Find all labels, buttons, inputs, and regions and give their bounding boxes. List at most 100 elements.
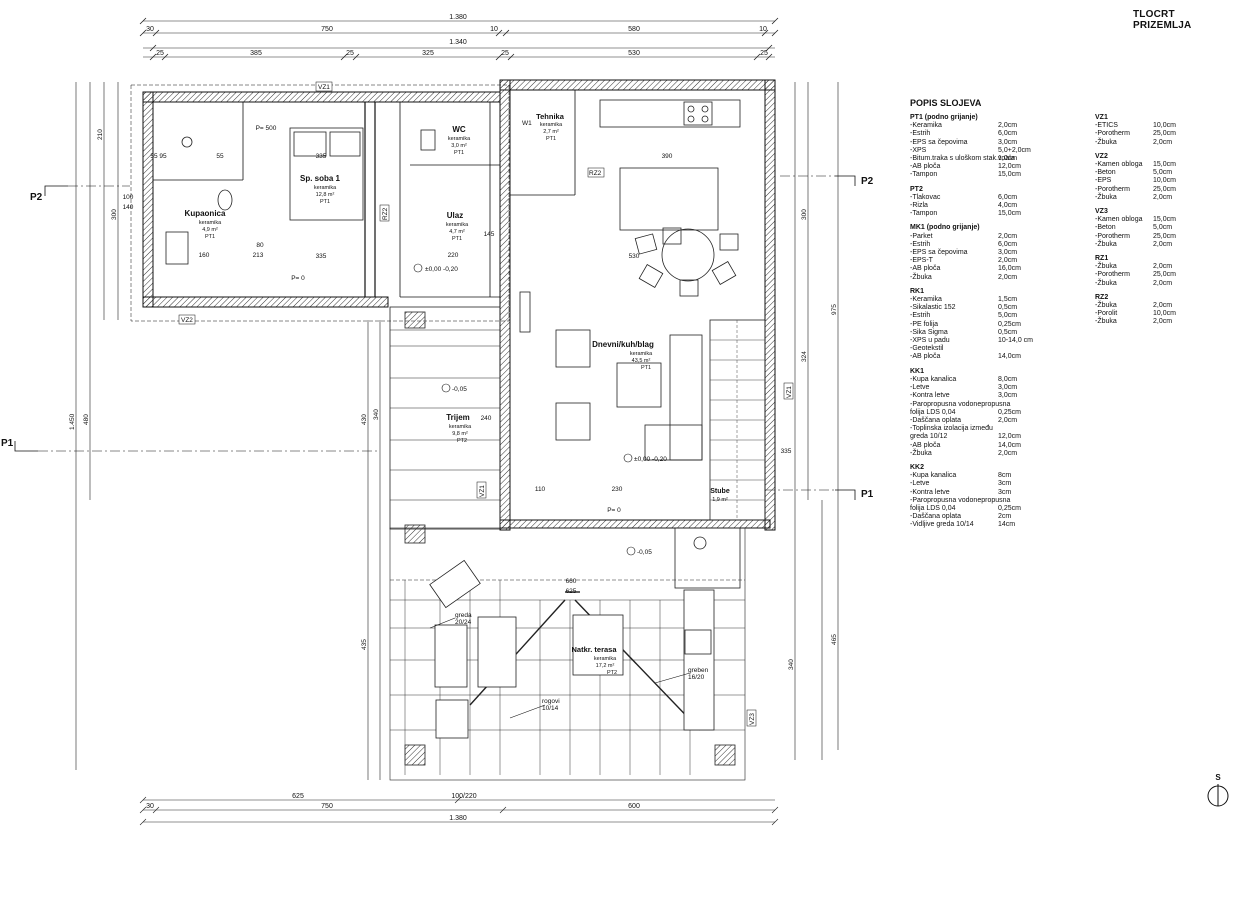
layer-thickness: 25,0cm <box>1153 185 1176 193</box>
level-terasa: -0,05 <box>637 549 652 556</box>
layer-thickness: 10,0cm <box>1153 122 1176 130</box>
dim-210-left: 210 <box>97 129 104 140</box>
room-wc-finish: keramika <box>448 136 471 142</box>
layer-thickness: 2,0cm <box>998 449 1018 457</box>
layer-material: -EPS sa čepovima <box>910 138 968 146</box>
layer-thickness: 3,0cm <box>998 392 1018 400</box>
room-kupaonica-code: PT1 <box>205 234 215 240</box>
layer-thickness: 5,0cm <box>1153 169 1173 177</box>
room-labels: Kupaonica keramika 4,9 m² PT1 Sp. soba 1… <box>185 112 730 676</box>
room-tehnika-finish: keramika <box>540 122 563 128</box>
wall-tag-vz2: VZ2 <box>181 317 193 324</box>
layer-thickness: 14cm <box>998 521 1016 529</box>
layer-thickness: 2,0cm <box>998 232 1018 240</box>
bed <box>289 127 364 221</box>
layer-thickness: 3,0cm <box>998 249 1018 257</box>
label-p0-a: P= 0 <box>291 275 305 282</box>
layer-thickness: 10,0cm <box>1153 177 1176 185</box>
layer-thickness: 16,0cm <box>998 265 1021 273</box>
layer-thickness: 25,0cm <box>1153 130 1176 138</box>
dim-top-2: 10 <box>490 26 498 33</box>
layer-group-title: PT2 <box>910 185 923 193</box>
layer-thickness: 3cm <box>998 480 1012 488</box>
dim-bottom-625: 625 <box>292 793 304 800</box>
layer-thickness: 14,0cm <box>998 353 1021 361</box>
layer-group-title: KK2 <box>910 463 925 471</box>
room-terasa-finish: keramika <box>594 656 617 662</box>
layer-thickness: 1,0cm <box>998 155 1018 163</box>
layer-material: -Geotekstil <box>910 345 944 353</box>
layer-material: -PE folija <box>910 320 939 328</box>
label-p500: P= 500 <box>256 125 277 132</box>
room-tehnika-area: 2,7 m² <box>543 129 559 135</box>
room-tehnika-code: PT1 <box>546 136 556 142</box>
porch-structure <box>389 291 746 781</box>
layer-material: -Kontra letve <box>910 392 950 400</box>
layer-material: -Kamen obloga <box>1095 216 1143 224</box>
side-dimension-texts: 1.450 480 210 300 975 465 300 324 340 43… <box>69 129 838 670</box>
room-wc-area: 3,0 m² <box>451 143 467 149</box>
dim-300-left: 300 <box>111 209 118 220</box>
dim-bottom-600: 600 <box>628 803 640 810</box>
sheet-title: TLOCRT PRIZEMLJA <box>1133 9 1192 31</box>
layer-material: -Žbuka <box>1095 279 1117 287</box>
dim-145: 145 <box>484 231 495 238</box>
room-dnevni-name: Dnevni/kuh/blag <box>592 340 654 349</box>
room-wc-code: PT1 <box>454 150 464 156</box>
north-arrow-icon: S <box>1207 773 1229 807</box>
room-ulaz-area: 4,7 m² <box>449 229 465 235</box>
stairs-treads <box>710 320 765 520</box>
room-kupaonica-finish: keramika <box>199 220 222 226</box>
dim-324-right: 324 <box>801 351 808 362</box>
room-soba-finish: keramika <box>314 185 337 191</box>
wall-tag-vz1-top: VZ1 <box>318 84 330 91</box>
layer-thickness: 10,0cm <box>1153 310 1176 318</box>
layer-thickness: 6,0cm <box>998 240 1018 248</box>
layer-material: -Žbuka <box>1095 193 1117 201</box>
room-kupaonica-name: Kupaonica <box>185 209 226 218</box>
layer-group-title: KK1 <box>910 367 925 375</box>
layer-material: -Toplinska izolacija između <box>910 425 993 433</box>
dim-bottom-30: 30 <box>146 803 154 810</box>
dim-465: 465 <box>831 634 838 645</box>
kitchen-counter <box>599 99 741 128</box>
room-ulaz-code: PT1 <box>452 236 462 242</box>
dim-975: 975 <box>831 304 838 315</box>
room-terasa-name: Natkr. terasa <box>571 645 617 654</box>
layer-row: -Paropropusna vodonepropusna <box>910 497 1100 505</box>
layer-thickness: 15,0cm <box>998 171 1021 179</box>
layer-thickness: 2,0cm <box>1153 138 1173 146</box>
dim-335-stairs: 335 <box>781 448 792 455</box>
layer-thickness: 12,0cm <box>998 163 1021 171</box>
layer-thickness: 5,0+2,0cm <box>998 146 1031 154</box>
layer-thickness: 2,0cm <box>998 416 1018 424</box>
layer-material: -Žbuka <box>1095 302 1117 310</box>
shower-drain <box>181 136 193 148</box>
room-tehnika-name: Tehnika <box>536 112 565 121</box>
layer-thickness: 15,0cm <box>1153 161 1176 169</box>
room-kupaonica-area: 4,9 m² <box>202 227 218 233</box>
section-lines <box>14 175 856 500</box>
layer-material: -Sika Sigma <box>910 328 948 336</box>
bottom-dimension-texts: 625 100/220 30 750 600 1.380 <box>146 793 640 822</box>
room-dnevni-code: PT1 <box>641 365 651 371</box>
layer-material: -Tampon <box>910 210 938 218</box>
layer-thickness: 2,0cm <box>998 273 1018 281</box>
